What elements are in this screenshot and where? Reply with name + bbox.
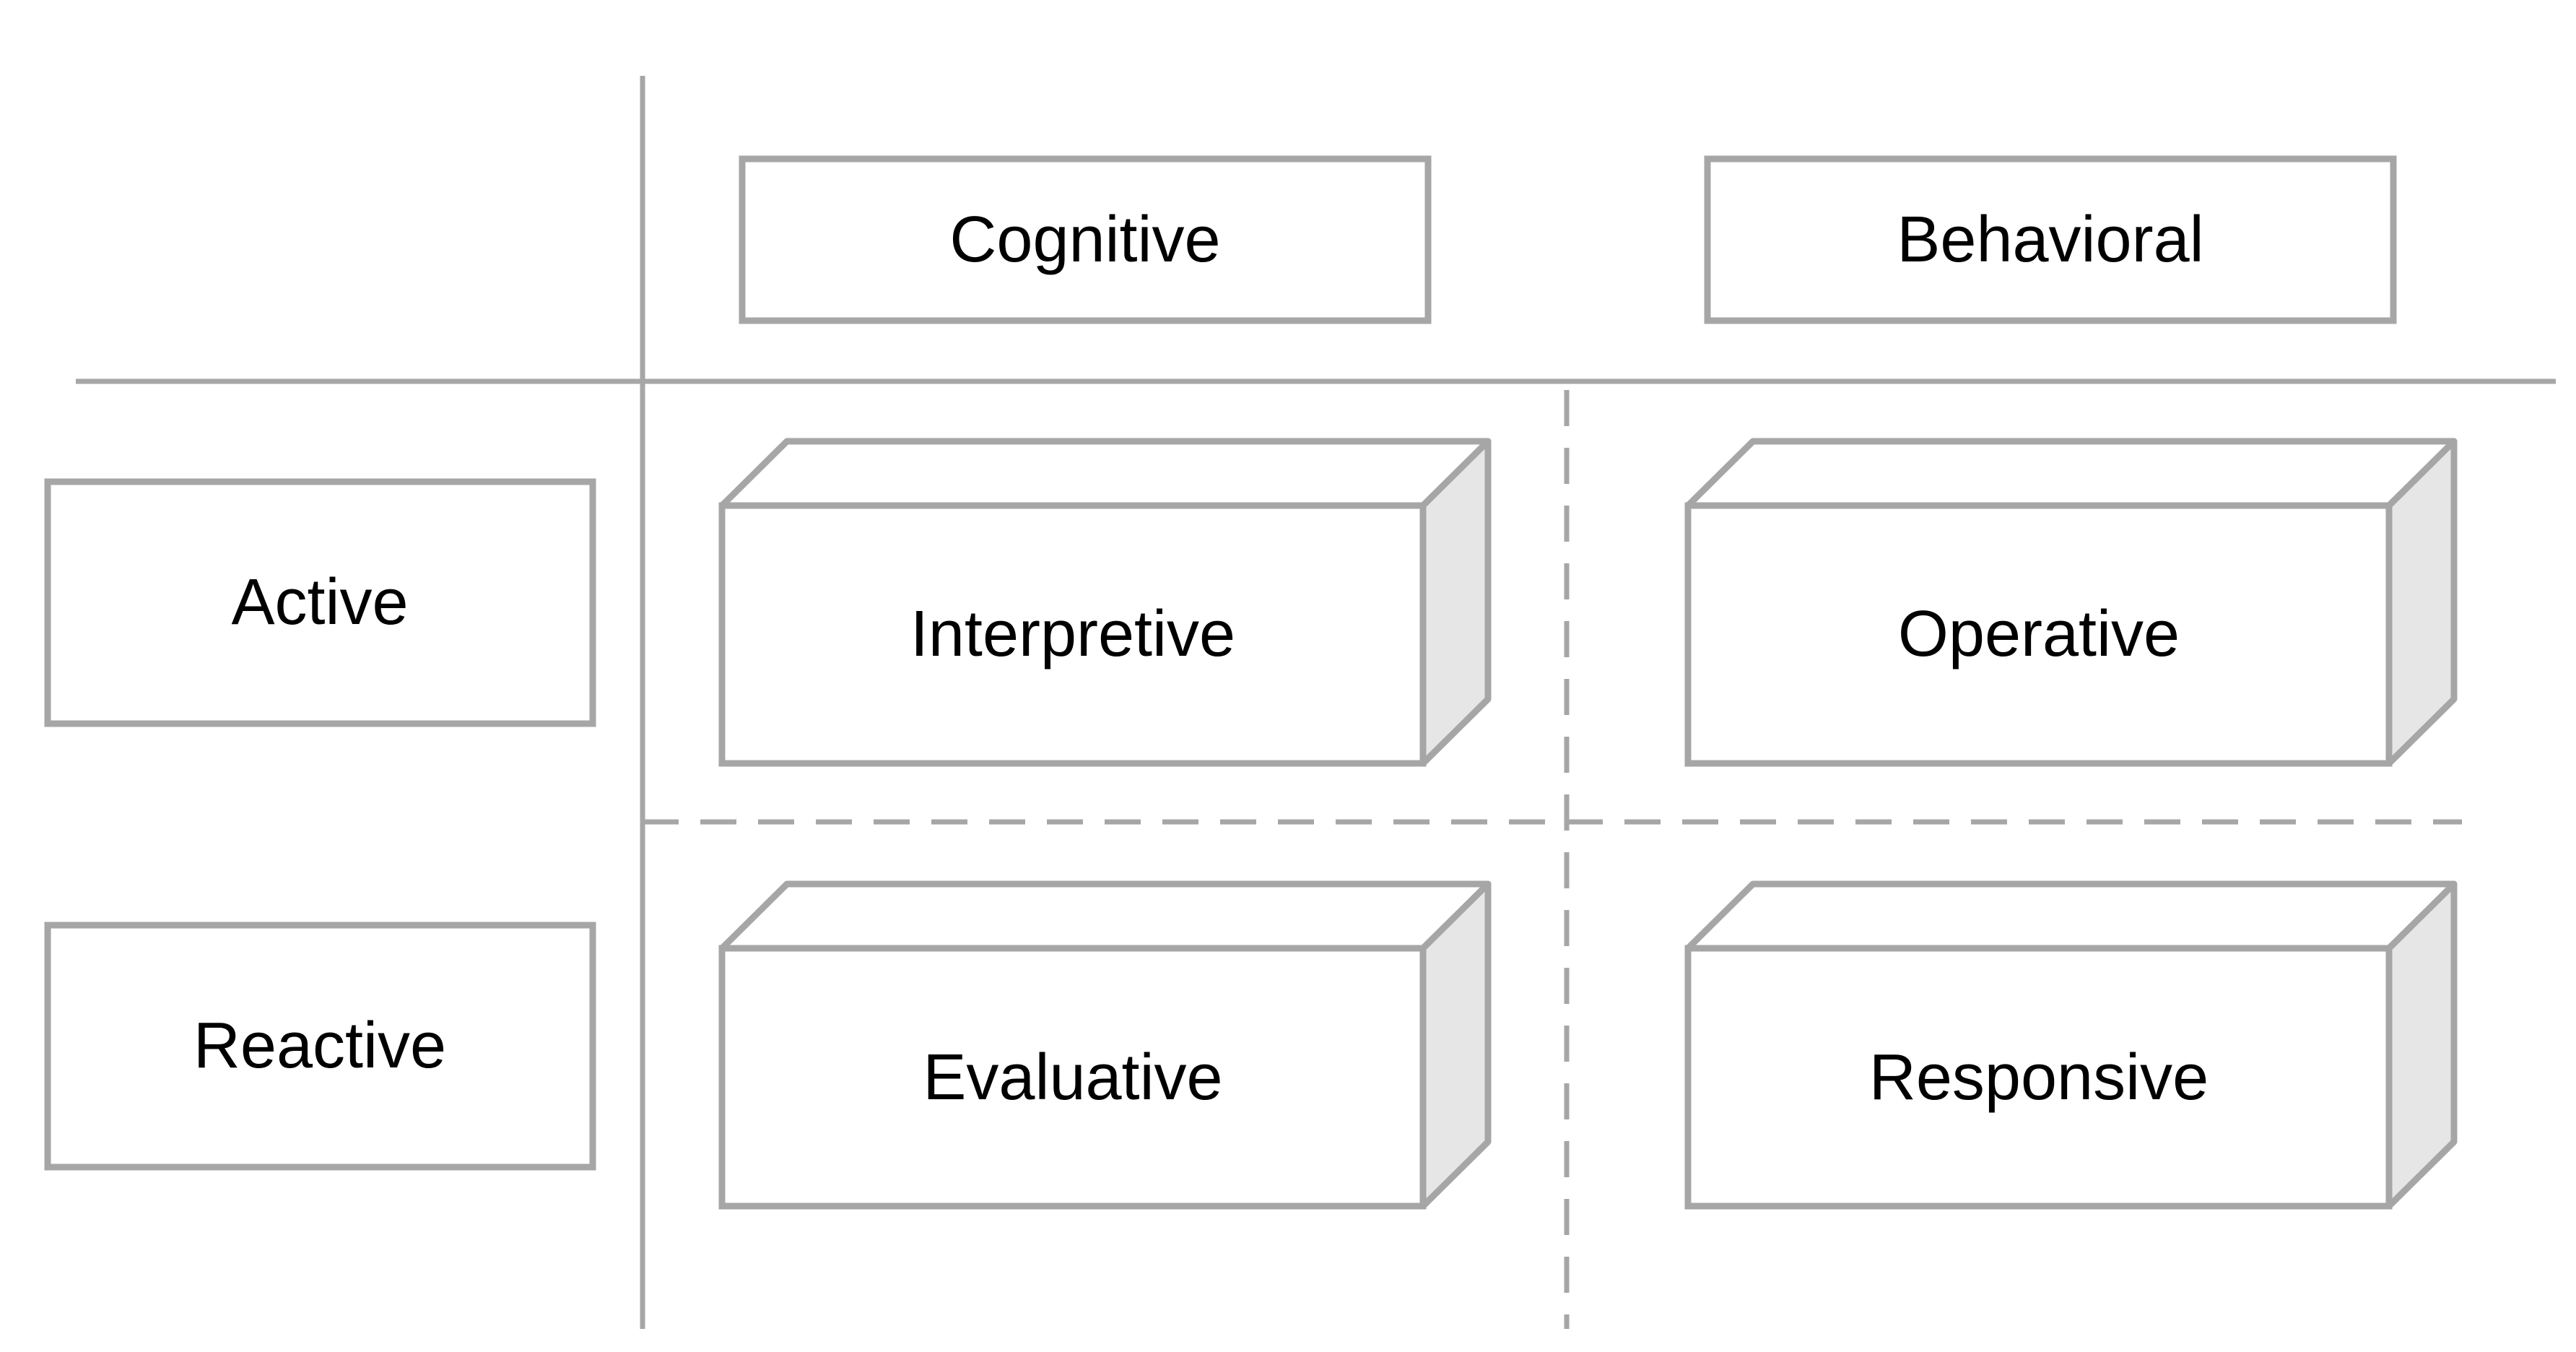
cell-label-responsive: Responsive: [1869, 1041, 2209, 1114]
box-top-face: [1684, 880, 2458, 952]
row-label-active: Active: [231, 566, 408, 638]
row-label-reactive: Reactive: [193, 1010, 446, 1082]
cell-label-interpretive: Interpretive: [910, 598, 1235, 670]
row-header-active: Active: [44, 478, 596, 727]
box-top-face: [718, 438, 1492, 509]
column-label-cognitive: Cognitive: [949, 204, 1220, 276]
cell-box-operative: Operative: [1684, 438, 2458, 767]
box-front-face: [718, 502, 1427, 767]
cell-box-interpretive: Interpretive: [718, 438, 1492, 767]
column-header-behavioral: Behavioral: [1704, 155, 2397, 324]
box-top-face: [1684, 438, 2458, 509]
column-label-behavioral: Behavioral: [1897, 204, 2203, 276]
cell-label-operative: Operative: [1898, 598, 2180, 670]
box-front-face: [718, 945, 1427, 1210]
column-header-cognitive: Cognitive: [739, 155, 1432, 324]
cell-box-evaluative: Evaluative: [718, 880, 1492, 1210]
box-front-face: [1684, 502, 2393, 767]
cell-label-evaluative: Evaluative: [923, 1041, 1222, 1114]
row-header-reactive: Reactive: [44, 922, 596, 1171]
box-top-face: [718, 880, 1492, 952]
cell-box-responsive: Responsive: [1684, 880, 2458, 1210]
box-front-face: [1684, 945, 2393, 1210]
